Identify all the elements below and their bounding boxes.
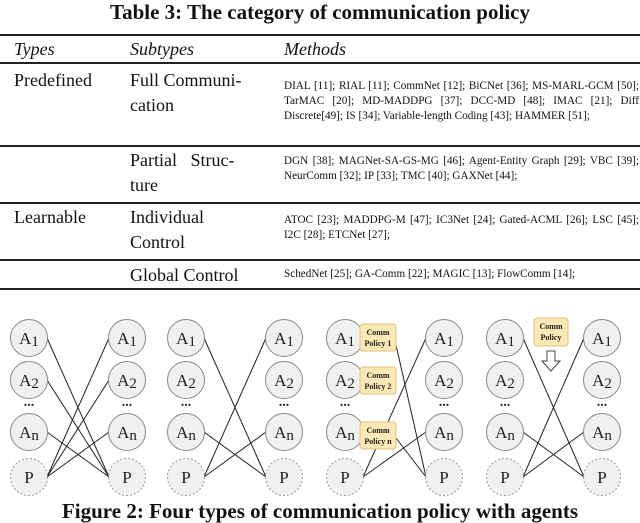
row-methods: SchedNet [25]; GA-Comm [22]; MAGIC [13];… — [284, 268, 576, 280]
global-policy-box: Comm Policy — [533, 317, 569, 347]
subtype-line: Individual — [130, 207, 204, 227]
row-type: Learnable — [14, 207, 86, 227]
figure-caption: Figure 2: Four types of communication po… — [61, 499, 579, 523]
subtype-line: Partial Struc- — [130, 150, 235, 170]
svg-text:Comm: Comm — [366, 371, 389, 380]
agent-column-left — [10, 319, 48, 496]
bottom-rule — [0, 288, 640, 290]
policy-box-2: Comm Policy 2 — [359, 366, 397, 395]
row-methods: DGN [38]; MAGNet-SA-GS-MG [46]; Agent-En… — [284, 155, 639, 182]
subtype-line: Control — [130, 232, 186, 252]
svg-text:Comm: Comm — [366, 426, 389, 435]
top-rule — [0, 34, 640, 36]
table-title: Table 3: The category of communication p… — [110, 0, 530, 24]
subtype-line: cation — [130, 95, 174, 115]
subtype-line: ture — [130, 175, 158, 195]
policy-box-n: Comm Policy n — [359, 421, 397, 450]
header-types: Types — [14, 39, 55, 59]
svg-text:Policy 2: Policy 2 — [365, 382, 392, 391]
agent-column-right — [425, 319, 463, 496]
svg-text:Comm: Comm — [539, 322, 562, 331]
edges — [46, 337, 585, 478]
communication-figure: A1 A2 ... An P — [10, 317, 621, 496]
subtype-line: Full Communi- — [130, 70, 242, 90]
diagram-individual-control: Comm Policy 1 Comm Policy 2 Comm Policy … — [326, 319, 463, 496]
diagram-global-control: Comm Policy — [486, 317, 621, 496]
row-subtype: Full Communi- cation — [130, 68, 242, 118]
agent-column-right — [265, 319, 303, 496]
agent-column-left — [326, 319, 364, 496]
header-subtypes: Subtypes — [130, 39, 194, 59]
row-type: Predefined — [14, 70, 92, 90]
row-subtype: Individual Control — [130, 205, 204, 255]
agent-column-left — [486, 319, 524, 496]
agent-column-right — [583, 319, 621, 496]
policy-box-1: Comm Policy 1 — [359, 323, 397, 352]
row-subtype: Global Control — [130, 265, 239, 285]
row-rule — [0, 145, 640, 147]
svg-text:Policy n: Policy n — [364, 437, 392, 446]
row-subtype: Partial Struc- ture — [130, 148, 234, 198]
row-rule — [0, 259, 640, 261]
agent-column-right — [108, 319, 146, 496]
row-rule — [0, 202, 640, 204]
svg-text:Policy: Policy — [541, 333, 562, 342]
row-methods: DIAL [11]; RIAL [11]; CommNet [12]; BiCN… — [284, 80, 639, 122]
svg-text:Comm: Comm — [366, 328, 389, 337]
agent-column-left — [167, 319, 205, 496]
row-methods: ATOC [23]; MADDPG-M [47]; IC3Net [24]; G… — [284, 214, 639, 241]
svg-text:Policy 1: Policy 1 — [365, 339, 392, 348]
header-methods: Methods — [284, 39, 346, 59]
header-rule — [0, 62, 640, 64]
down-arrow-icon — [540, 350, 562, 372]
